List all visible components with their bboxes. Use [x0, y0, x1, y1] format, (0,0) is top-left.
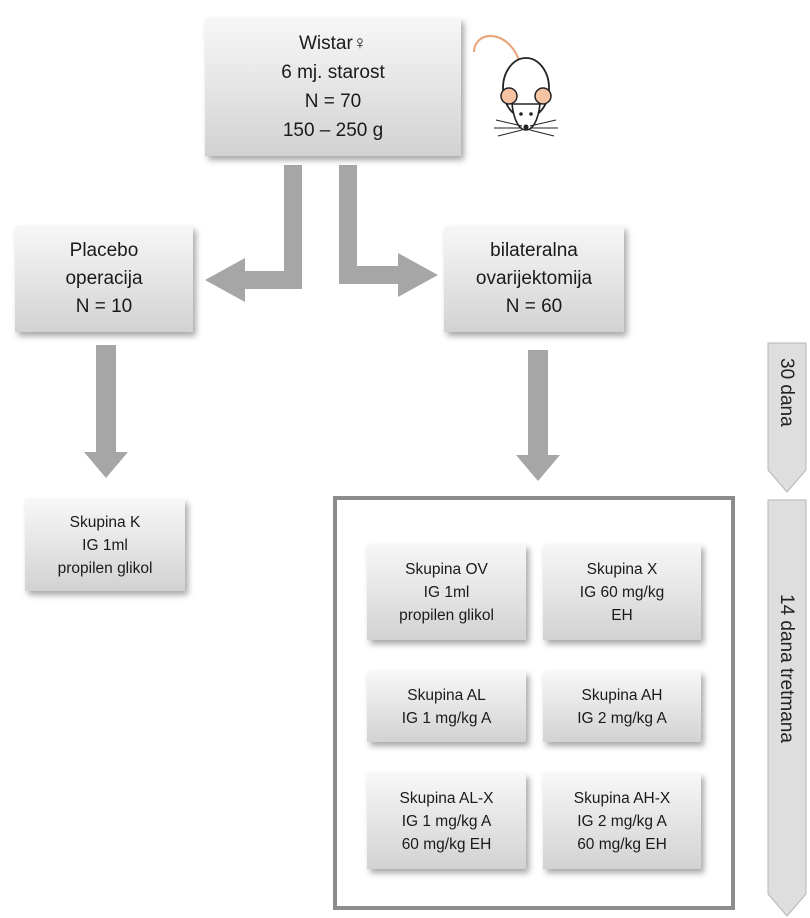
- ovx-box: bilateralna ovarijektomija N = 60: [444, 226, 624, 332]
- group-ah-line-1: Skupina AH: [581, 686, 663, 704]
- group-x-line-2: IG 60 mg/kg: [579, 583, 665, 601]
- group-k-line-1: Skupina K: [69, 513, 141, 531]
- mouse-icon: [472, 34, 558, 137]
- group-ah-x-line-2: IG 2 mg/kg A: [577, 812, 667, 830]
- group-ov-box: Skupina OV IG 1ml propilen glikol: [367, 544, 526, 640]
- group-k-box: Skupina K IG 1ml propilen glikol: [25, 499, 185, 591]
- group-al-box: Skupina AL IG 1 mg/kg A: [367, 671, 526, 742]
- placebo-line-2: operacija: [65, 268, 143, 289]
- group-k-line-2: IG 1ml: [82, 536, 128, 554]
- ovx-line-3: N = 60: [505, 296, 563, 317]
- group-ov-line-1: Skupina OV: [405, 560, 488, 578]
- timeline-30-dana: [767, 342, 807, 493]
- group-al-line-2: IG 1 mg/kg A: [401, 709, 492, 727]
- group-x-line-1: Skupina X: [586, 560, 658, 578]
- group-x-box: Skupina X IG 60 mg/kg EH: [543, 544, 701, 640]
- placebo-box: Placebo operacija N = 10: [15, 226, 193, 332]
- placebo-line-3: N = 10: [75, 296, 133, 317]
- wistar-line-4: 150 – 250 g: [282, 120, 384, 141]
- wistar-line-3: N = 70: [304, 91, 362, 112]
- arrow-to-placebo: [205, 165, 302, 302]
- ovx-line-2: ovarijektomija: [475, 268, 593, 289]
- group-ah-x-line-1: Skupina AH-X: [573, 789, 671, 807]
- placebo-line-1: Placebo: [69, 240, 139, 261]
- timeline-14-dana: [767, 499, 807, 917]
- arrow-to-ovx: [339, 165, 438, 297]
- arrow-to-groups: [516, 350, 560, 481]
- group-ah-x-box: Skupina AH-X IG 2 mg/kg A 60 mg/kg EH: [543, 773, 701, 869]
- wistar-line-1: Wistar♀: [298, 33, 368, 54]
- group-al-line-1: Skupina AL: [407, 686, 486, 704]
- group-ov-line-2: IG 1ml: [423, 583, 470, 601]
- group-x-line-3: EH: [611, 606, 633, 624]
- group-al-x-line-2: IG 1 mg/kg A: [401, 812, 492, 830]
- group-al-x-line-1: Skupina AL-X: [399, 789, 494, 807]
- group-ov-line-3: propilen glikol: [399, 606, 494, 624]
- timeline-phase1-label: 30 dana: [776, 358, 797, 427]
- group-al-x-box: Skupina AL-X IG 1 mg/kg A 60 mg/kg EH: [367, 773, 526, 869]
- ovx-line-1: bilateralna: [490, 240, 578, 261]
- wistar-line-2: 6 mj. starost: [281, 62, 385, 83]
- group-k-line-3: propilen glikol: [57, 559, 153, 577]
- group-ah-line-2: IG 2 mg/kg A: [577, 709, 667, 727]
- group-ah-x-line-3: 60 mg/kg EH: [577, 835, 667, 853]
- group-ah-box: Skupina AH IG 2 mg/kg A: [543, 671, 701, 742]
- timeline-phase2-label: 14 dana tretmana: [776, 594, 797, 743]
- group-al-x-line-3: 60 mg/kg EH: [401, 835, 492, 853]
- arrow-to-group-k: [84, 345, 128, 478]
- wistar-box: Wistar♀ 6 mj. starost N = 70 150 – 250 g: [205, 18, 461, 156]
